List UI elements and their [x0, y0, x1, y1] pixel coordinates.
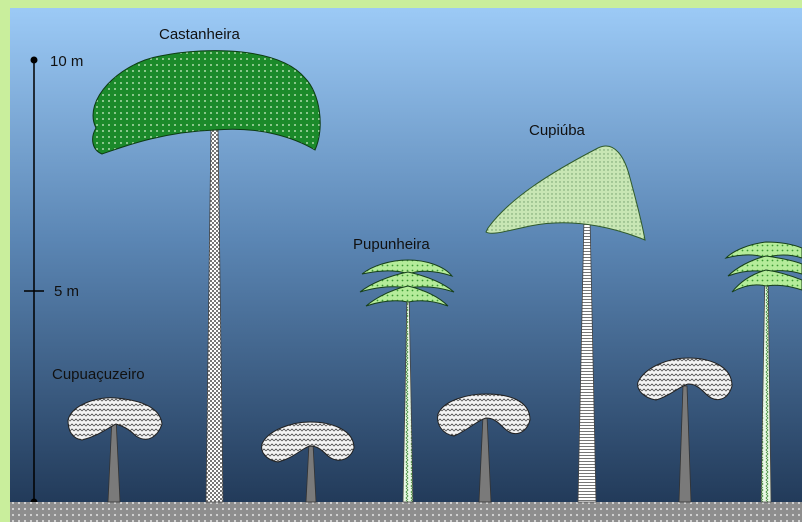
ground: [10, 502, 802, 522]
scale-top-marker: [31, 57, 38, 64]
label-pupunheira: Pupunheira: [353, 236, 430, 253]
diagram-panel: 10 m 5 m Castanheira Cupiúba Pupunheira …: [10, 8, 802, 522]
scale-label-5m: 5 m: [54, 283, 79, 300]
label-cupiuba: Cupiúba: [529, 122, 585, 139]
scale-label-10m: 10 m: [50, 53, 83, 70]
label-cupuacuzeiro: Cupuaçuzeiro: [52, 366, 145, 383]
forest-diagram: [10, 8, 802, 522]
label-castanheira: Castanheira: [159, 26, 240, 43]
